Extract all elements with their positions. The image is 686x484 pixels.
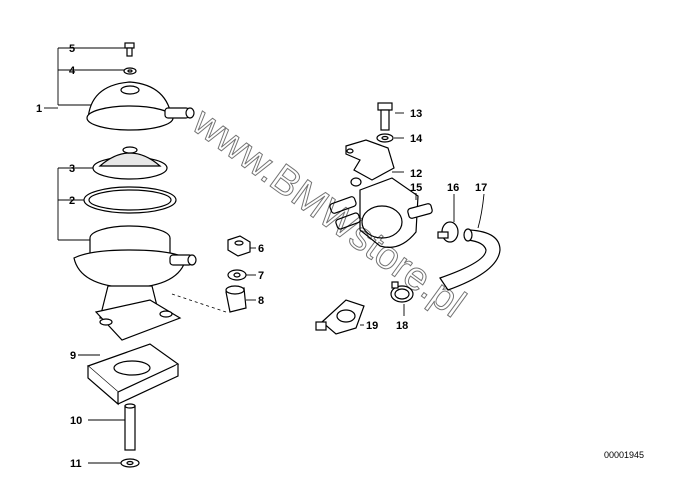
callout-1: 1	[36, 103, 42, 115]
callout-7: 7	[258, 270, 264, 282]
part-spacer-9	[86, 343, 180, 406]
callout-4: 4	[69, 65, 76, 77]
callout-19: 19	[366, 320, 378, 332]
part-washer-4	[123, 67, 137, 75]
callout-12: 12	[410, 168, 422, 180]
part-pump-body	[73, 225, 197, 341]
part-washer-7	[227, 269, 247, 281]
part-clamp-18	[390, 281, 414, 303]
callout-8: 8	[258, 295, 264, 307]
callout-18: 18	[396, 320, 408, 332]
callout-10: 10	[70, 415, 82, 427]
part-washer-14	[376, 133, 394, 143]
callout-15: 15	[410, 182, 422, 194]
part-clamp-16	[437, 221, 459, 243]
doc-number: 00001945	[604, 450, 644, 460]
part-washer-11	[120, 458, 140, 468]
part-sleeve-8	[225, 285, 247, 313]
part-holder-19	[315, 299, 365, 335]
part-gasket-2	[83, 186, 177, 214]
callout-2: 2	[69, 195, 75, 207]
callout-14: 14	[410, 133, 423, 145]
callout-3: 3	[69, 163, 75, 175]
part-nut-6	[227, 235, 251, 257]
part-hose-17	[439, 228, 501, 291]
callout-13: 13	[410, 108, 422, 120]
part-pushrod-10	[124, 403, 136, 451]
callout-16: 16	[447, 182, 459, 194]
part-bolt-13	[377, 102, 393, 131]
part-cover-1	[86, 81, 195, 131]
callout-6: 6	[258, 243, 264, 255]
part-bracket-12	[345, 139, 395, 181]
callout-5: 5	[69, 43, 75, 55]
callout-17: 17	[475, 182, 487, 194]
part-screw-5	[124, 42, 135, 57]
part-filter-housing	[329, 177, 433, 248]
part-diaphragm-3	[92, 146, 168, 180]
callout-11: 11	[70, 458, 82, 470]
callout-9: 9	[70, 350, 76, 362]
